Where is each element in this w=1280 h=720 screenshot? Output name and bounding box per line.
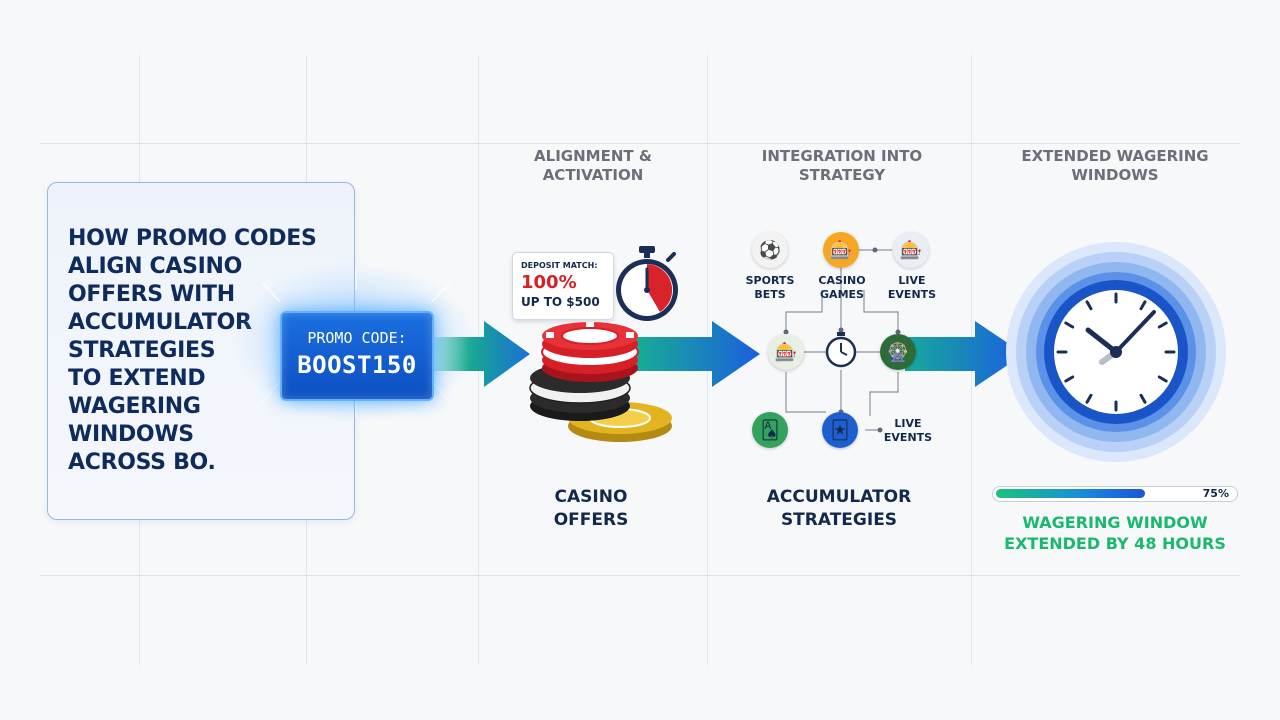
deposit-match-ticket: DEPOSIT MATCH: 100% UP TO $500 — [512, 252, 614, 320]
title-card: HOW PROMO CODES ALIGN CASINO OFFERS WITH… — [47, 182, 355, 520]
grid-line — [40, 143, 1240, 144]
column-footer-accumulator: ACCUMULATOR STRATEGIES — [766, 487, 912, 530]
slot-machine-icon: 🎰 — [823, 232, 859, 268]
ticket-line-3: UP TO $500 — [521, 295, 600, 309]
playing-cards-icon: 🂡 — [752, 412, 788, 448]
column-heading-integration: INTEGRATION INTO STRATEGY — [761, 147, 923, 184]
column-heading-alignment: ALIGNMENT & ACTIVATION — [534, 147, 652, 184]
wall-clock-icon — [1006, 242, 1226, 462]
column-footer-casino-offers: CASINO OFFERS — [553, 487, 629, 530]
promo-code-badge: PROMO CODE: BOOST150 — [280, 311, 434, 401]
progress-fill — [996, 489, 1145, 498]
ticket-line-1: DEPOSIT MATCH: — [521, 261, 598, 270]
glow-rays-icon — [261, 266, 451, 418]
center-stopwatch-icon — [825, 332, 857, 368]
grid-line — [40, 575, 1240, 576]
strategy-network-lines — [783, 247, 901, 433]
ticket-line-2: 100% — [521, 272, 577, 293]
live-slot-icon: 🎰 — [893, 232, 929, 268]
promo-code-label: PROMO CODE: — [307, 329, 407, 347]
column-heading-extended: EXTENDED WAGERING WINDOWS — [1021, 147, 1209, 184]
casino-chips-icon — [529, 322, 672, 442]
stopwatch-icon — [616, 246, 678, 321]
slot-machine-icon: 🎰 — [768, 334, 804, 370]
flow-arrow-2 — [630, 321, 760, 387]
sports-ball-icon: ⚽ — [752, 232, 788, 268]
cards-icon: 🃏 — [822, 412, 858, 448]
label-live-events: LIVE EVENTS — [883, 417, 933, 444]
extension-label: WAGERING WINDOW EXTENDED BY 48 HOURS — [1004, 513, 1226, 553]
label-casino-games: CASINO GAMES — [818, 274, 866, 301]
promo-code-value: BOOST150 — [297, 351, 417, 379]
label-live-events: LIVE EVENTS — [887, 274, 937, 301]
flow-arrow-3 — [905, 321, 1024, 387]
diagram-title: HOW PROMO CODES ALIGN CASINO OFFERS WITH… — [68, 226, 317, 475]
progress-percent: 75% — [1202, 487, 1229, 500]
label-sports-bets: SPORTS BETS — [745, 274, 795, 301]
roulette-icon: 🎡 — [880, 334, 916, 370]
wagering-progress-bar: 75% — [992, 486, 1238, 502]
